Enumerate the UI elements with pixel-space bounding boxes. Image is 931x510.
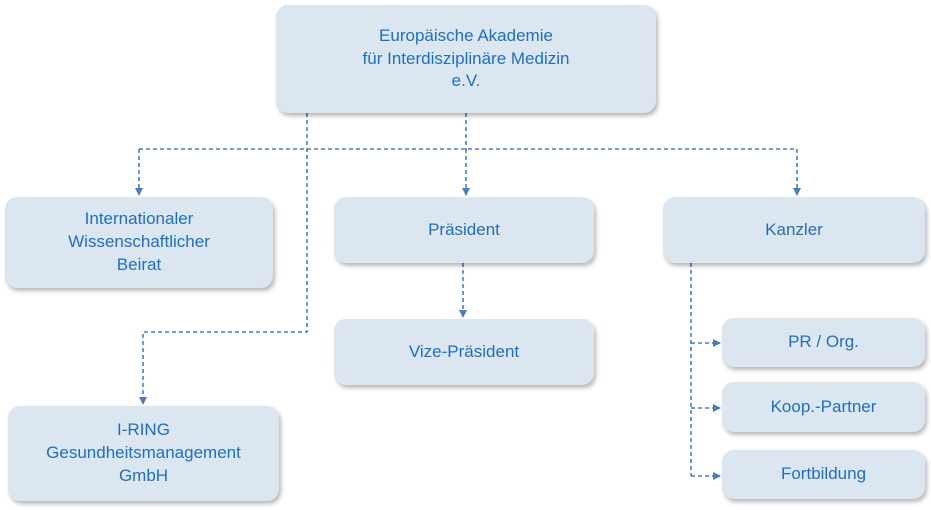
- node-koop-partner: Koop.-Partner: [722, 382, 925, 432]
- connector-iring: [139, 113, 308, 405]
- node-root-akademie: Europäische Akademie für Interdisziplinä…: [276, 5, 656, 113]
- node-kanzler: Kanzler: [663, 197, 925, 263]
- node-vize-praesident: Vize-Präsident: [334, 319, 594, 385]
- node-i-ring: I-RING Gesundheitsmanagement GmbH: [8, 406, 279, 501]
- node-fortbildung: Fortbildung: [722, 450, 925, 499]
- node-praesident: Präsident: [334, 197, 594, 263]
- node-pr-org: PR / Org.: [722, 318, 925, 367]
- node-beirat: Internationaler Wissenschaftlicher Beira…: [5, 197, 273, 288]
